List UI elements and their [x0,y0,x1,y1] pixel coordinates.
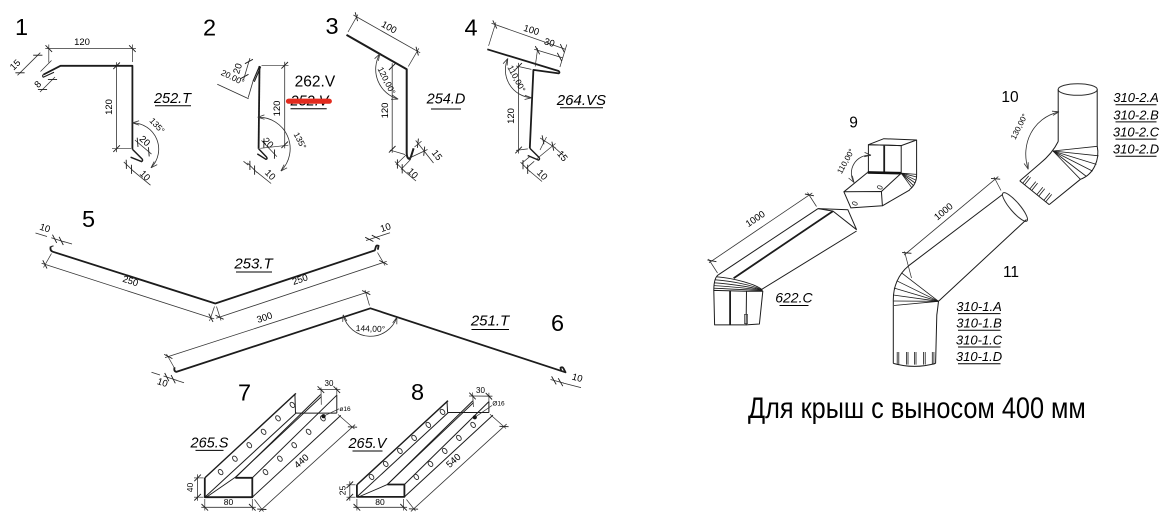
svg-text:253.T: 253.T [233,256,274,273]
svg-text:10: 10 [571,372,584,385]
svg-text:310-1.B: 310-1.B [956,316,1002,331]
svg-text:7: 7 [238,380,251,406]
svg-text:9: 9 [849,115,858,132]
svg-text:80: 80 [224,497,234,507]
svg-text:300: 300 [255,310,274,325]
svg-text:310-2.C: 310-2.C [1113,125,1160,140]
svg-text:2: 2 [203,15,216,41]
svg-text:25: 25 [338,486,348,496]
svg-text:ø16: ø16 [339,406,351,413]
svg-text:100: 100 [522,23,540,38]
svg-text:250: 250 [121,274,139,289]
svg-text:8: 8 [32,79,44,91]
svg-text:251.T: 251.T [470,313,511,330]
svg-text:265.V: 265.V [347,436,387,452]
svg-text:10: 10 [156,376,169,390]
svg-text:11: 11 [1003,264,1019,281]
svg-text:310-2.A: 310-2.A [1113,90,1159,105]
svg-text:262.V: 262.V [295,74,336,91]
svg-text:622.C: 622.C [775,290,813,306]
svg-text:20: 20 [231,62,245,75]
svg-text:Ø16: Ø16 [492,400,505,407]
svg-text:10: 10 [379,221,392,235]
svg-text:30: 30 [325,379,334,388]
svg-text:310-1.D: 310-1.D [956,349,1002,364]
svg-text:310-2.D: 310-2.D [1113,142,1159,157]
svg-text:4: 4 [464,15,477,41]
svg-text:10: 10 [38,222,51,236]
svg-text:10: 10 [1001,89,1019,106]
svg-text:80: 80 [375,497,385,507]
svg-text:30: 30 [543,36,556,50]
svg-text:264.VS: 264.VS [556,92,606,109]
svg-text:120: 120 [74,37,90,48]
svg-text:265.S: 265.S [190,436,229,452]
svg-text:250: 250 [291,272,310,287]
svg-text:252.T: 252.T [153,91,192,107]
svg-text:120: 120 [104,99,115,115]
svg-text:Для крыш с выносом 400 мм: Для крыш с выносом 400 мм [748,391,1086,424]
svg-text:310-1.C: 310-1.C [956,332,1003,347]
svg-text:6: 6 [551,310,564,336]
svg-text:3: 3 [325,13,338,39]
svg-text:254.D: 254.D [426,92,466,108]
svg-text:5: 5 [82,206,95,232]
svg-text:8: 8 [411,379,424,405]
svg-text:120: 120 [506,108,517,124]
svg-text:144,00°: 144,00° [356,323,386,334]
svg-text:1: 1 [15,14,28,40]
svg-text:310-1.A: 310-1.A [956,299,1002,314]
svg-text:40: 40 [185,483,195,493]
svg-text:120: 120 [380,103,391,119]
svg-text:120: 120 [272,101,283,117]
svg-text:310-2.B: 310-2.B [1113,107,1159,122]
svg-text:30: 30 [476,386,485,395]
